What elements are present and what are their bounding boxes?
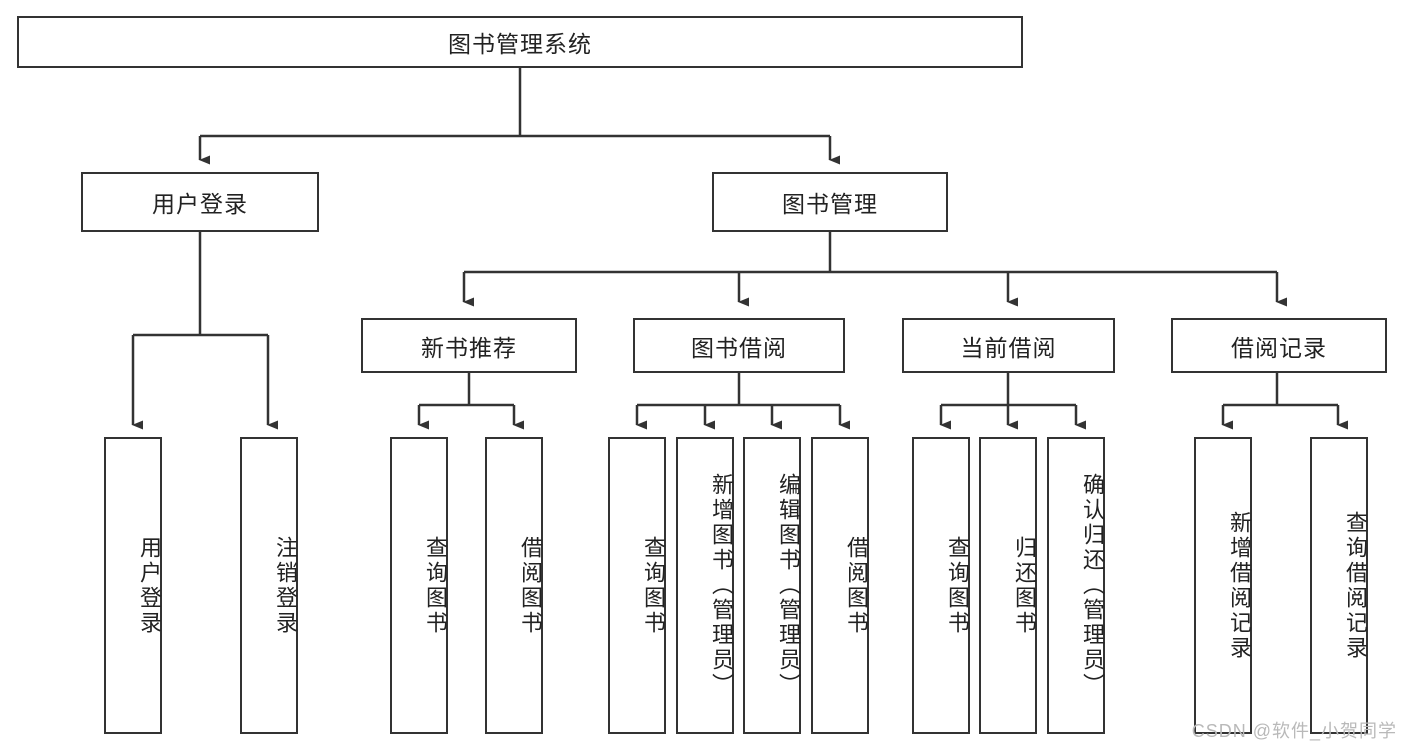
leaf-edit-book-label: 编辑图书（管理员） xyxy=(776,473,801,698)
leaf-query-book-3-label: 查询图书 xyxy=(945,535,970,636)
node-book-manage[interactable]: 图书管理 xyxy=(712,172,948,232)
node-user-login[interactable]: 用户登录 xyxy=(81,172,319,232)
node-new-book-recommend[interactable]: 新书推荐 xyxy=(361,318,577,373)
csdn-watermark: CSDN @软件_小贺同学 xyxy=(1191,721,1397,741)
leaf-user-login[interactable]: 用户登录 xyxy=(104,437,162,734)
leaf-borrow-book-2-label: 借阅图书 xyxy=(844,535,869,636)
node-current-borrow[interactable]: 当前借阅 xyxy=(902,318,1115,373)
node-user-login-label: 用户登录 xyxy=(152,191,248,217)
leaf-user-login-label: 用户登录 xyxy=(137,535,162,636)
leaf-query-record-label: 查询借阅记录 xyxy=(1343,510,1368,661)
node-book-manage-label: 图书管理 xyxy=(782,191,878,217)
leaf-add-record[interactable]: 新增借阅记录 xyxy=(1194,437,1252,734)
leaf-edit-book[interactable]: 编辑图书（管理员） xyxy=(743,437,801,734)
node-root[interactable]: 图书管理系统 xyxy=(17,16,1023,68)
leaf-borrow-book-1[interactable]: 借阅图书 xyxy=(485,437,543,734)
leaf-return-book-label: 归还图书 xyxy=(1012,535,1037,636)
leaf-confirm-return-label: 确认归还（管理员） xyxy=(1080,473,1105,698)
node-root-label: 图书管理系统 xyxy=(448,31,592,57)
leaf-borrow-book-1-label: 借阅图书 xyxy=(518,535,543,636)
leaf-query-book-3[interactable]: 查询图书 xyxy=(912,437,970,734)
leaf-add-record-label: 新增借阅记录 xyxy=(1227,510,1252,661)
node-borrow-record[interactable]: 借阅记录 xyxy=(1171,318,1387,373)
leaf-query-book-1-label: 查询图书 xyxy=(423,535,448,636)
leaf-logout-login[interactable]: 注销登录 xyxy=(240,437,298,734)
leaf-query-book-1[interactable]: 查询图书 xyxy=(390,437,448,734)
leaf-query-record[interactable]: 查询借阅记录 xyxy=(1310,437,1368,734)
node-current-borrow-label: 当前借阅 xyxy=(960,334,1057,361)
leaf-query-book-2-label: 查询图书 xyxy=(641,535,666,636)
leaf-confirm-return[interactable]: 确认归还（管理员） xyxy=(1047,437,1105,734)
node-book-borrow[interactable]: 图书借阅 xyxy=(633,318,845,373)
leaf-add-book[interactable]: 新增图书（管理员） xyxy=(676,437,734,734)
leaf-add-book-label: 新增图书（管理员） xyxy=(709,473,734,698)
leaf-return-book[interactable]: 归还图书 xyxy=(979,437,1037,734)
node-new-book-recommend-label: 新书推荐 xyxy=(421,334,517,361)
leaf-logout-login-label: 注销登录 xyxy=(273,535,298,636)
leaf-query-book-2[interactable]: 查询图书 xyxy=(608,437,666,734)
node-book-borrow-label: 图书借阅 xyxy=(691,334,787,361)
node-borrow-record-label: 借阅记录 xyxy=(1231,334,1327,361)
leaf-borrow-book-2[interactable]: 借阅图书 xyxy=(811,437,869,734)
